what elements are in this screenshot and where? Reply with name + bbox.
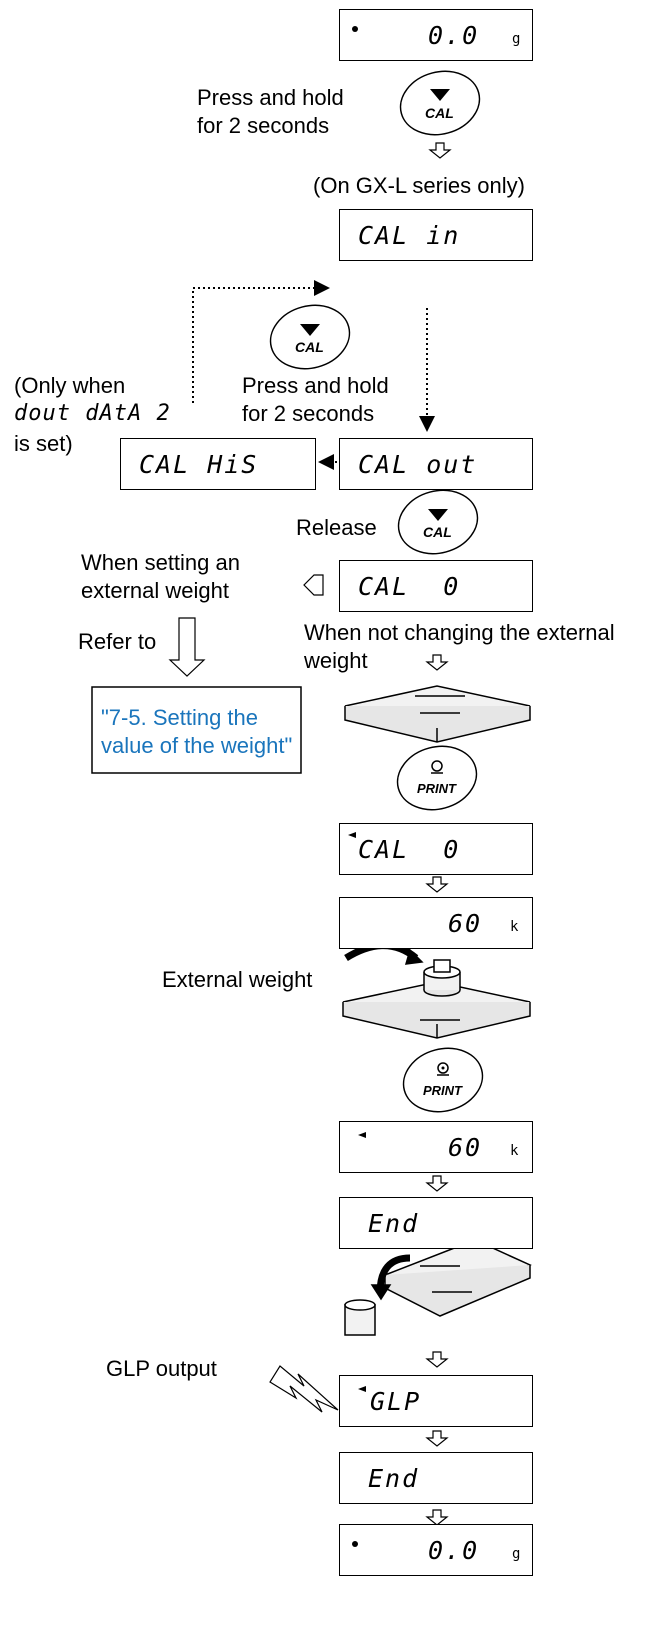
display-cal-in: CAL in (339, 209, 533, 261)
not-changing-label: When not changing the external (304, 620, 615, 645)
press-hold-label-2: Press and hold (242, 373, 389, 398)
cal-button-1-shape (399, 70, 481, 136)
setting-external-label: When setting an (81, 550, 240, 575)
not-changing-label-2: weight (304, 648, 368, 673)
stable-dot (352, 1541, 358, 1547)
press-hold-label-1: Press and hold (197, 85, 344, 110)
display-value: End (368, 1464, 420, 1493)
release-label: Release (296, 515, 377, 540)
stable-dot (352, 26, 358, 32)
pan-1-shape (344, 685, 531, 743)
reference-link[interactable]: "7-5. Setting the (101, 705, 259, 730)
display-value: 60 (448, 909, 483, 938)
display-zero-start: 0.0 g (339, 9, 533, 61)
print-button-2-shape (402, 1047, 484, 1113)
pan-3-shape (344, 1239, 532, 1336)
indicator-arrow (348, 832, 356, 838)
only-when-label: (Only when (14, 373, 126, 398)
setting-external-label-2: external weight (81, 578, 229, 603)
cal-button-2-shape (269, 304, 351, 370)
cal-button-1[interactable]: CAL (425, 105, 454, 121)
display-value: CAL 0 (358, 835, 461, 864)
print-button-2[interactable]: PRINT (423, 1083, 462, 1098)
display-unit: k (510, 919, 519, 935)
refer-to-label: Refer to (78, 629, 157, 654)
display-value: CAL in (358, 221, 461, 250)
display-cal-out: CAL out (339, 438, 533, 490)
display-value: 60 (448, 1133, 483, 1162)
display-60-a: 60 k (339, 897, 533, 949)
display-value: End (368, 1209, 420, 1238)
display-value: CAL out (358, 450, 478, 479)
only-when-setting: dout dAtA 2 (14, 401, 171, 426)
display-value: 0.0 (428, 1536, 480, 1565)
is-set-label: is set) (14, 431, 73, 456)
external-weight-label: External weight (162, 967, 313, 992)
display-unit: g (512, 31, 521, 47)
print-button-1[interactable]: PRINT (417, 781, 456, 796)
gxl-series-note: (On GX-L series only) (313, 173, 525, 198)
cal-button-3[interactable]: CAL (423, 524, 452, 540)
print-button-1-shape (396, 745, 478, 811)
display-cal-0-b: CAL 0 (339, 823, 533, 875)
display-zero-end: 0.0 g (339, 1524, 533, 1576)
cal-button-3-shape (397, 489, 479, 555)
display-value: CAL 0 (358, 572, 461, 601)
display-value: CAL HiS (139, 450, 259, 479)
display-end-b: End (339, 1452, 533, 1504)
press-hold-label-2b: for 2 seconds (242, 401, 375, 426)
display-end-a: End (339, 1197, 533, 1249)
cal-button-2[interactable]: CAL (295, 339, 324, 355)
indicator-arrow (358, 1386, 366, 1392)
display-cal-0-a: CAL 0 (339, 560, 533, 612)
display-unit: g (512, 1546, 521, 1562)
reference-link-2[interactable]: value of the weight" (101, 733, 293, 758)
glp-output-label: GLP output (106, 1356, 217, 1381)
display-60-b: 60 k (339, 1121, 533, 1173)
glp-output-bolt (269, 1365, 339, 1413)
display-value: GLP (370, 1387, 422, 1416)
display-glp: GLP (339, 1375, 533, 1427)
display-cal-his: CAL HiS (120, 438, 316, 490)
press-hold-label-1b: for 2 seconds (197, 113, 330, 138)
display-unit: k (510, 1143, 519, 1159)
display-value: 0.0 (428, 21, 480, 50)
pan-2-shape (342, 942, 531, 1039)
indicator-arrow (358, 1132, 366, 1138)
